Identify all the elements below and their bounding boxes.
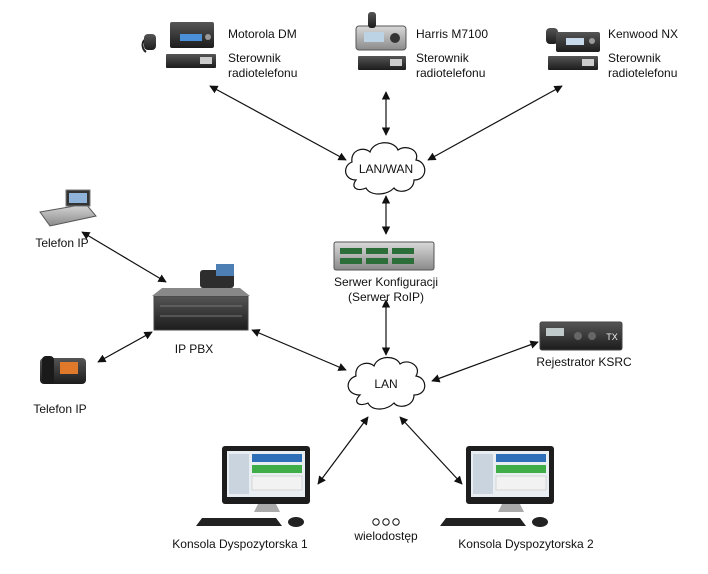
- link-phone2-pbx: [97, 331, 153, 363]
- microphone-icon: [144, 34, 156, 50]
- server-subname: (Serwer RoIP): [348, 290, 424, 304]
- link-recorder-lan: [431, 340, 539, 383]
- multi-access: wielodostęp: [353, 518, 418, 543]
- microphone-icon: [368, 12, 376, 28]
- recorder-label: Rejestrator KSRC: [536, 355, 632, 369]
- radio-harris-controller-2: radiotelefonu: [416, 66, 485, 80]
- cloud-lan: LAN: [347, 356, 426, 410]
- radio-harris: Harris M7100 Sterownik radiotelefonu: [355, 12, 488, 80]
- console-1-label: Konsola Dyspozytorska 1: [172, 537, 308, 551]
- phone-1-label: Telefon IP: [35, 236, 88, 250]
- microphone-icon: [546, 28, 558, 44]
- recorder-ksrc: TX Rejestrator KSRC: [536, 321, 632, 369]
- keyboard-icon: [440, 518, 526, 526]
- link-motorola-wan: [209, 85, 347, 161]
- cloud-wan: LAN/WAN: [345, 142, 426, 195]
- pbx-label: IP PBX: [175, 342, 213, 356]
- mouse-icon: [532, 517, 548, 527]
- radio-kenwood-controller-2: radiotelefonu: [608, 66, 677, 80]
- radio-motorola: Motorola DM Sterownik radiotelefonu: [141, 22, 297, 80]
- server-name: Serwer Konfiguracji: [334, 275, 438, 289]
- ip-phone-1: Telefon IP: [35, 189, 97, 250]
- console-2-label: Konsola Dyspozytorska 2: [458, 537, 594, 551]
- radio-kenwood: Kenwood NX Sterownik radiotelefonu: [546, 27, 678, 80]
- multi-access-label: wielodostęp: [353, 529, 418, 543]
- server-rack-icon: [333, 241, 435, 271]
- config-server: Serwer Konfiguracji (Serwer RoIP): [333, 241, 438, 304]
- link-lan-console1: [317, 416, 369, 485]
- link-lan-console2: [399, 416, 463, 485]
- dot-icon: [382, 518, 390, 526]
- console-1: Konsola Dyspozytorska 1: [172, 446, 310, 551]
- radio-harris-controller-1: Sterownik: [416, 51, 470, 65]
- dot-icon: [392, 518, 400, 526]
- mouse-icon: [288, 517, 304, 527]
- link-phone1-pbx: [81, 231, 167, 283]
- cloud-wan-label: LAN/WAN: [359, 162, 413, 176]
- radio-kenwood-name: Kenwood NX: [608, 27, 678, 41]
- ip-phone-2: Telefon IP: [33, 356, 87, 416]
- radio-kenwood-controller-1: Sterownik: [608, 51, 662, 65]
- link-kenwood-wan: [427, 85, 563, 161]
- radio-harris-name: Harris M7100: [416, 27, 488, 41]
- recorder-badge: TX: [606, 332, 618, 342]
- phone-2-label: Telefon IP: [33, 402, 86, 416]
- pbx-rack-icon: [153, 295, 249, 331]
- connections: [81, 85, 563, 485]
- link-pbx-lan: [251, 329, 347, 371]
- cloud-lan-label: LAN: [374, 377, 397, 391]
- desk-phone-icon: [39, 203, 97, 227]
- radio-motorola-controller-1: Sterownik: [228, 51, 282, 65]
- radio-motorola-controller-2: radiotelefonu: [228, 66, 297, 80]
- ip-pbx: IP PBX: [152, 264, 250, 356]
- radio-motorola-name: Motorola DM: [228, 27, 297, 41]
- dot-icon: [372, 518, 380, 526]
- keyboard-icon: [196, 518, 282, 526]
- console-2: Konsola Dyspozytorska 2: [440, 446, 594, 551]
